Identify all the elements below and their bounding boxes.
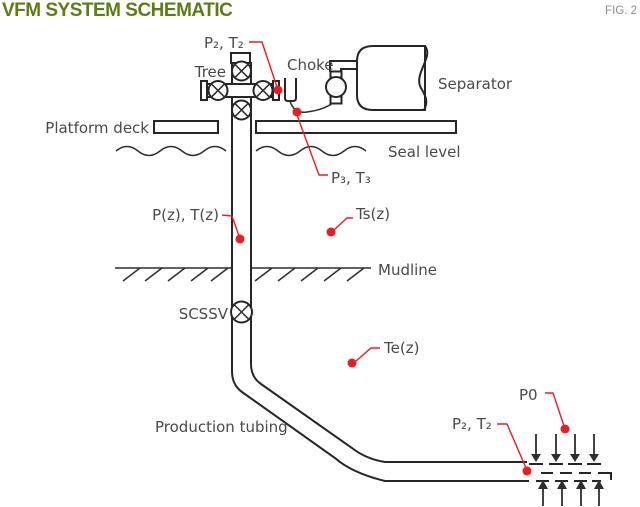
label-p0: P0 <box>519 386 538 404</box>
flowline-curve <box>289 100 334 114</box>
label-choke: Choke <box>287 56 334 74</box>
christmas-tree-symbol <box>200 52 280 121</box>
label-p2t2-bottom: P₂, T₂ <box>452 415 492 433</box>
separator-inlet-pipe-outer <box>329 60 359 72</box>
ball-fitting <box>325 60 359 105</box>
label-scssv: SCSSV <box>179 305 229 323</box>
label-p3t3: P₃, T₃ <box>331 169 371 187</box>
figure-number: FIG. 2 <box>605 5 637 17</box>
label-pz-tz: P(z), T(z) <box>152 206 219 224</box>
tree-valve-icon-top <box>231 60 252 82</box>
measurement-markers <box>221 41 570 476</box>
dot-te-z <box>347 358 357 368</box>
label-seal-level: Seal level <box>388 143 461 161</box>
perforation-dashes-middle <box>541 472 612 480</box>
leader-p3t3 <box>296 114 328 176</box>
label-production-tubing: Production tubing <box>155 418 288 436</box>
platform-deck <box>153 120 457 134</box>
tubing-outer-wall <box>231 62 529 482</box>
dot-p2t2-bottom <box>522 466 532 476</box>
page-title: VFM SYSTEM SCHEMATIC <box>2 0 233 21</box>
dot-ts-z <box>326 227 336 237</box>
leader-te-z <box>355 347 380 362</box>
perforation-inflow-section <box>529 434 612 506</box>
separator-break-edge <box>418 45 429 111</box>
leader-p2t2-bottom <box>497 423 527 469</box>
scssv-valve-icon <box>230 300 253 324</box>
dot-p3t3 <box>292 107 302 117</box>
inflow-arrows-up <box>538 480 604 506</box>
label-separator: Separator <box>438 75 513 93</box>
mudline-hatch-marks <box>122 267 365 282</box>
dot-pz-tz <box>235 234 245 244</box>
tree-valve-icon-arm-left <box>207 80 229 101</box>
mudline-line <box>115 267 371 282</box>
inflow-arrows-down <box>531 434 599 462</box>
label-mudline: Mudline <box>378 261 437 279</box>
leader-pz-tz <box>221 214 240 237</box>
choke-symbol <box>284 78 334 114</box>
leader-p2t2-top <box>249 41 278 88</box>
tubing-inner-wall <box>250 62 527 463</box>
wave-left-segment <box>115 145 227 157</box>
leader-p0 <box>545 392 565 427</box>
dot-p2t2-top <box>273 85 283 95</box>
well-tubing <box>231 62 529 482</box>
choke-body <box>284 78 297 102</box>
tree-valve-icon-arm-right <box>252 80 274 101</box>
dot-p0 <box>560 424 570 434</box>
leader-ts-z <box>333 217 353 231</box>
label-p2t2-top: P₂, T₂ <box>204 34 244 52</box>
tree-arm-left-cap <box>200 80 208 101</box>
separator-inlet-pipe-inner <box>340 68 359 72</box>
label-ts-z: Ts(z) <box>355 205 390 223</box>
label-te-z: Te(z) <box>383 339 419 357</box>
sea-level-wave <box>115 145 367 157</box>
platform-deck-left-beam <box>153 120 219 134</box>
wave-right-segment <box>255 145 367 157</box>
tree-valve-icon-lower <box>231 99 252 121</box>
label-tree: Tree <box>194 63 226 81</box>
ball-valve-icon <box>325 76 347 98</box>
separator-vessel <box>356 45 429 111</box>
separator-body <box>356 45 426 111</box>
platform-deck-right-beam <box>255 120 457 134</box>
label-platform-deck: Platform deck <box>45 119 149 137</box>
